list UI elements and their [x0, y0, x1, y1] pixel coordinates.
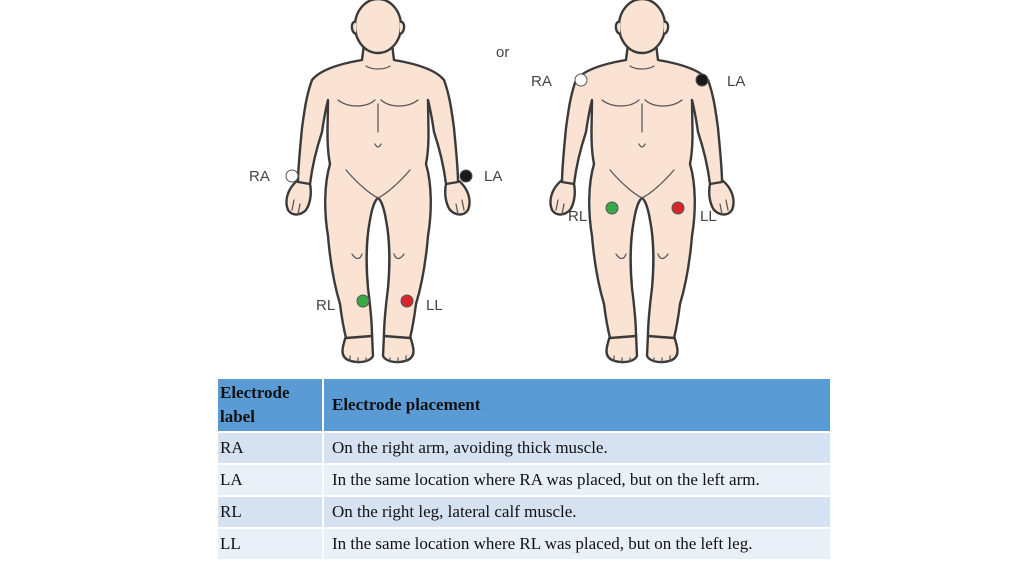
ll-electrode-dot	[400, 294, 414, 308]
table-row: RA On the right arm, avoiding thick musc…	[218, 433, 830, 463]
header-electrode-placement: Electrode placement	[332, 395, 481, 414]
table-row: LA In the same location where RA was pla…	[218, 465, 830, 495]
ra-electrode-dot-torso	[574, 73, 588, 87]
or-label: or	[496, 44, 509, 61]
la-label-left: LA	[484, 168, 502, 185]
table-header-row: Electrode label Electrode placement	[218, 379, 830, 431]
ll-electrode-dot-torso	[671, 201, 685, 215]
ll-label-right: LL	[700, 208, 717, 225]
rl-label-right: RL	[568, 208, 587, 225]
table-row: LL In the same location where RL was pla…	[218, 529, 830, 559]
row-label: RA	[220, 438, 244, 457]
electrode-placement-diagram: RA LA RL LL or RA LA RL LL	[249, 0, 745, 364]
human-figure-torso-placement	[549, 0, 735, 364]
row-placement: On the right leg, lateral calf muscle.	[332, 502, 577, 521]
ll-label-left: LL	[426, 297, 443, 314]
la-electrode-dot	[459, 169, 473, 183]
row-placement: On the right arm, avoiding thick muscle.	[332, 438, 608, 457]
row-placement: In the same location where RL was placed…	[332, 534, 753, 553]
header-electrode-label: Electrode label	[220, 383, 290, 426]
ra-label-left: RA	[249, 168, 270, 185]
row-label: LL	[220, 534, 241, 553]
rl-electrode-dot	[356, 294, 370, 308]
electrode-placement-table: Electrode label Electrode placement RA O…	[216, 377, 832, 561]
ra-electrode-dot	[285, 169, 299, 183]
ra-label-right: RA	[531, 73, 552, 90]
la-label-right: LA	[727, 73, 745, 90]
table-row: RL On the right leg, lateral calf muscle…	[218, 497, 830, 527]
rl-label-left: RL	[316, 297, 335, 314]
row-label: LA	[220, 470, 243, 489]
rl-electrode-dot-torso	[605, 201, 619, 215]
row-placement: In the same location where RA was placed…	[332, 470, 760, 489]
row-label: RL	[220, 502, 242, 521]
la-electrode-dot-torso	[695, 73, 709, 87]
